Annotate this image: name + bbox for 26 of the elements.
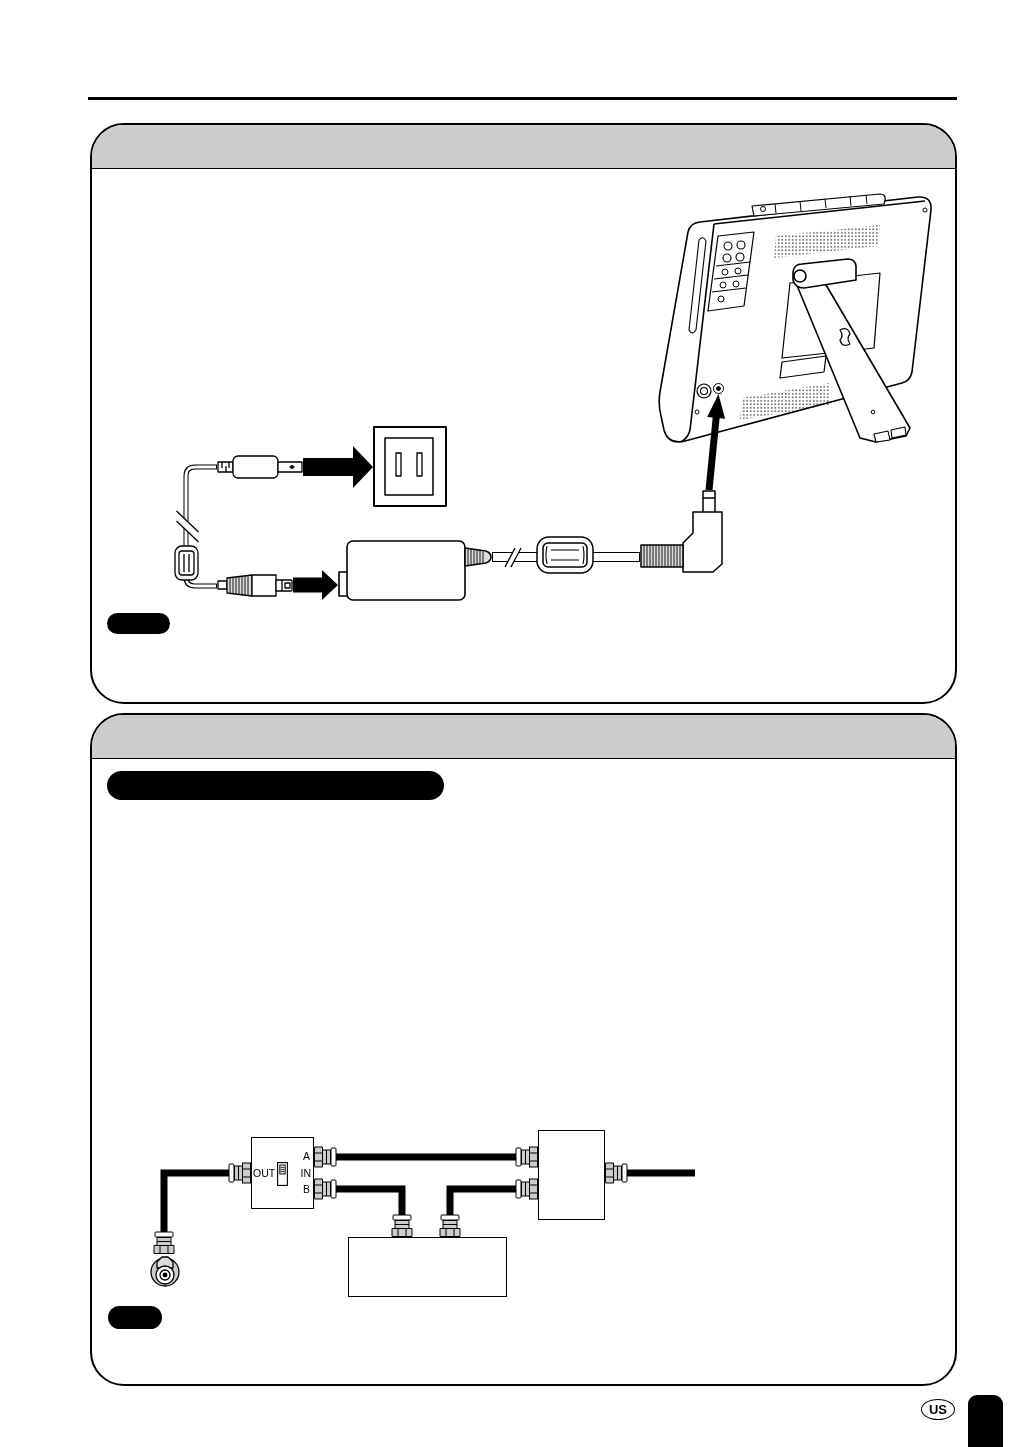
coax-cable <box>314 1146 538 1168</box>
note-pill <box>108 1306 162 1329</box>
splitter-box <box>251 1137 314 1209</box>
junction-box <box>538 1130 605 1220</box>
region-code: US <box>928 1402 948 1417</box>
ac-plug-drawing <box>217 455 303 479</box>
arrow <box>705 393 726 491</box>
coax-cable <box>439 1178 538 1237</box>
dc-plug-drawing <box>640 490 723 573</box>
heading-pill <box>107 771 444 800</box>
port-label: OUT <box>253 1167 276 1179</box>
port-label: A <box>303 1150 310 1162</box>
device-box <box>348 1237 507 1297</box>
coax-cable <box>153 1162 251 1254</box>
power-cord-plug-drawing <box>217 574 293 597</box>
coax-cable <box>314 1178 413 1237</box>
antenna-wall-jack-drawing <box>150 1254 180 1289</box>
block-arrow <box>303 446 373 488</box>
dc-jack <box>713 383 724 394</box>
port-label: IN <box>300 1167 311 1179</box>
block-arrow <box>293 570 338 600</box>
wall-outlet-drawing <box>373 426 447 507</box>
power-cord <box>183 464 217 589</box>
port-label: B <box>303 1183 310 1195</box>
ac-adapter-drawing <box>338 540 492 601</box>
note-pill <box>107 613 170 634</box>
